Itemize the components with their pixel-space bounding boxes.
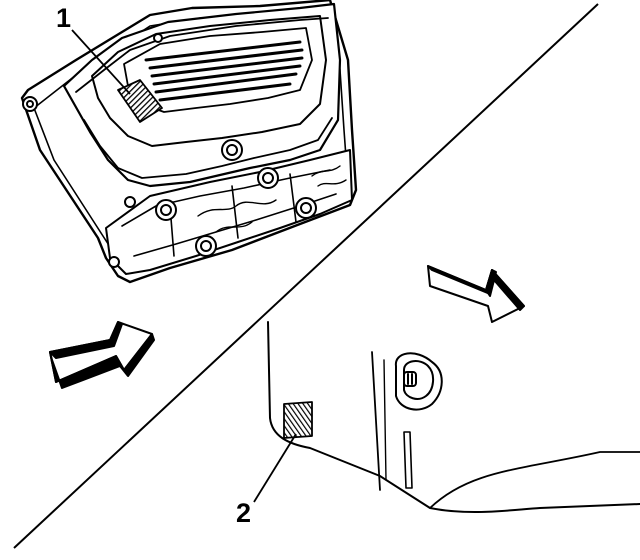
bolt-right-lower: [295, 197, 317, 219]
leader-line-2: [253, 433, 297, 503]
view-arrow-left: [49, 321, 155, 389]
bolt-flange-top: [153, 33, 163, 43]
bolt-flange-left: [124, 196, 136, 208]
housing-panel-edge-2: [383, 359, 387, 481]
leader-line-1: [71, 29, 131, 95]
view-arrow-right: [427, 265, 525, 323]
callout-label-1: 1: [56, 3, 72, 33]
bolt-right: [257, 167, 279, 189]
bolt-bottom: [195, 235, 217, 257]
valve-body-detail: [121, 169, 337, 257]
bolt-upper-left: [22, 96, 38, 112]
pan-inner-contour: [91, 15, 327, 147]
callout-label-2: 2: [236, 498, 252, 528]
housing-side-view: [267, 321, 640, 514]
pan-bolts: [22, 33, 317, 268]
housing-panel-edge: [371, 351, 381, 491]
housing-outline: [267, 321, 640, 514]
pan-body-lower-lip: [75, 17, 333, 179]
electrical-connector: [394, 352, 443, 411]
housing-slot: [403, 431, 413, 489]
bolt-left: [155, 199, 177, 221]
housing-floor-line: [429, 451, 640, 509]
oil-pan-assembly: [20, 0, 358, 284]
pan-label-patch: [117, 79, 163, 123]
valve-body-wiring: [197, 165, 347, 233]
pan-ribs: [144, 40, 304, 102]
housing-label-patch: [283, 401, 313, 439]
bolt-flange-bottom: [108, 256, 120, 268]
view-divider-line: [13, 3, 599, 549]
bolt-center: [221, 139, 243, 161]
